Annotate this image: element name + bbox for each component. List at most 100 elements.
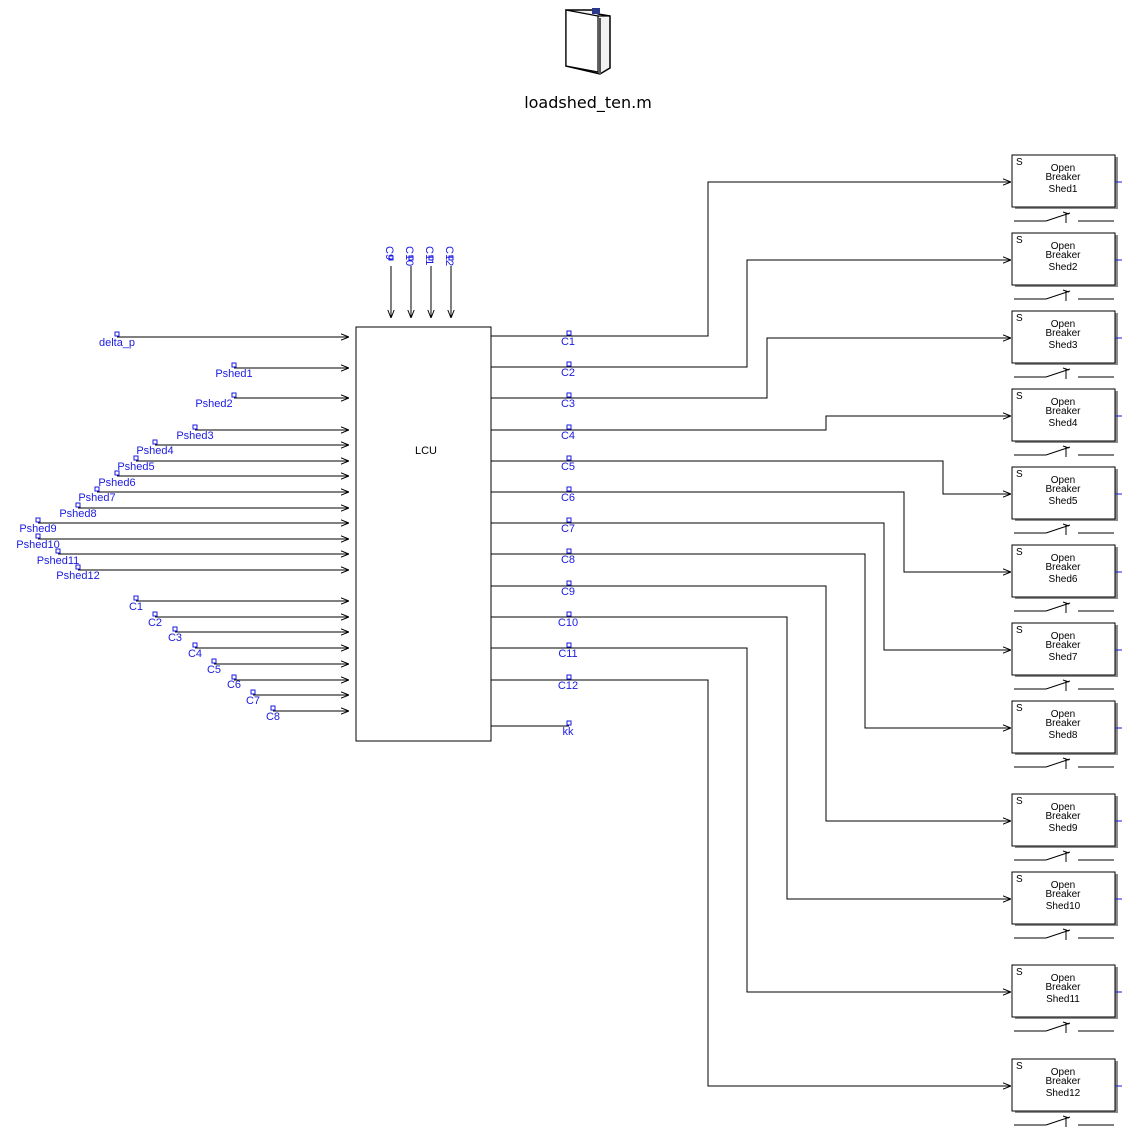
port-node[interactable]	[35, 517, 41, 523]
port-node[interactable]	[192, 642, 198, 648]
left-input-c6[interactable]: C6	[227, 674, 349, 691]
left-input-c5[interactable]: C5	[207, 658, 349, 676]
lcu-block[interactable]: LCU	[355, 326, 492, 742]
left-input-c4[interactable]: C4	[188, 642, 349, 660]
left-input-pshed4[interactable]: Pshed4	[136, 439, 349, 457]
output-c6[interactable]: C6	[491, 486, 1011, 572]
port-node[interactable]	[448, 255, 454, 261]
top-input-label: C10	[403, 246, 415, 266]
left-input-pshed2[interactable]: Pshed2	[195, 392, 349, 410]
output-c4[interactable]: C4	[491, 416, 1011, 442]
output-c5[interactable]: C5	[491, 455, 1011, 494]
left-input-pshed3[interactable]: Pshed3	[176, 424, 349, 442]
port-node[interactable]	[211, 658, 217, 664]
left-input-pshed12[interactable]: Pshed12	[56, 564, 349, 582]
port-node[interactable]	[566, 548, 572, 554]
breaker-line3: Shed7	[1049, 652, 1078, 663]
port-node[interactable]	[133, 595, 139, 601]
output-c1[interactable]: C1	[491, 182, 1011, 348]
port-node[interactable]	[35, 533, 41, 539]
output-kk[interactable]: kk	[491, 720, 575, 738]
output-c9[interactable]: C9	[491, 580, 1011, 821]
port-node[interactable]	[566, 361, 572, 367]
breaker-line1: Open	[1051, 397, 1075, 408]
output-c11[interactable]: C11	[491, 642, 1011, 992]
top-input-c9[interactable]: C9	[383, 246, 395, 318]
output-label: kk	[563, 726, 575, 738]
left-input-pshed6[interactable]: Pshed6	[98, 470, 349, 489]
port-node[interactable]	[566, 674, 572, 680]
left-input-pshed1[interactable]: Pshed1	[215, 362, 349, 380]
port-node[interactable]	[566, 611, 572, 617]
port-node[interactable]	[231, 392, 237, 398]
left-input-c1[interactable]: C1	[129, 595, 349, 613]
left-input-pshed8[interactable]: Pshed8	[59, 502, 349, 520]
output-c3[interactable]: C3	[491, 338, 1011, 410]
file-block[interactable]: loadshed_ten.m	[524, 8, 652, 113]
port-node[interactable]	[270, 705, 276, 711]
port-node[interactable]	[231, 362, 237, 368]
left-input-pshed5[interactable]: Pshed5	[117, 455, 349, 473]
left-input-pshed10[interactable]: Pshed10	[16, 533, 349, 551]
top-input-c10[interactable]: C10	[403, 246, 415, 318]
port-node[interactable]	[94, 486, 100, 492]
left-input-pshed7[interactable]: Pshed7	[78, 486, 349, 504]
port-node[interactable]	[75, 564, 81, 570]
port-node[interactable]	[152, 439, 158, 445]
top-input-c11[interactable]: C11	[423, 246, 435, 318]
output-wire	[491, 647, 1011, 992]
output-c7[interactable]: C7	[491, 517, 1011, 650]
port-node[interactable]	[428, 255, 434, 261]
port-node[interactable]	[566, 486, 572, 492]
output-c10[interactable]: C10	[491, 611, 1011, 899]
port-node[interactable]	[566, 424, 572, 430]
port-node[interactable]	[566, 330, 572, 336]
port-node[interactable]	[250, 689, 256, 695]
breaker-box	[1011, 1058, 1116, 1112]
port-node[interactable]	[408, 255, 414, 261]
port-node[interactable]	[566, 580, 572, 586]
port-node[interactable]	[172, 626, 178, 632]
port-node[interactable]	[566, 720, 572, 726]
port-node[interactable]	[566, 392, 572, 398]
left-input-label: C8	[266, 711, 280, 723]
port-node[interactable]	[55, 548, 61, 554]
port-node[interactable]	[114, 470, 120, 476]
port-node[interactable]	[114, 331, 120, 337]
left-input-delta_p[interactable]: delta_p	[99, 331, 349, 349]
port-node[interactable]	[75, 502, 81, 508]
left-input-c2[interactable]: C2	[148, 611, 349, 629]
left-input-pshed9[interactable]: Pshed9	[19, 517, 349, 535]
left-input-c3[interactable]: C3	[168, 626, 349, 644]
top-input-c12[interactable]: C12	[443, 246, 455, 318]
left-input-pshed11[interactable]: Pshed11	[37, 548, 349, 567]
left-input-c8[interactable]: C8	[266, 705, 349, 723]
port-node[interactable]	[192, 424, 198, 430]
port-node[interactable]	[388, 255, 394, 261]
breaker-line2: Breaker	[1045, 250, 1081, 261]
breaker-s-label: S	[1016, 469, 1023, 480]
output-c8[interactable]: C8	[491, 548, 1011, 728]
output-c2[interactable]: C2	[491, 260, 1011, 379]
output-c12[interactable]: C12	[491, 674, 1011, 1086]
port-node[interactable]	[231, 674, 237, 680]
port-node[interactable]	[566, 517, 572, 523]
port-node[interactable]	[566, 642, 572, 648]
port-node[interactable]	[566, 455, 572, 461]
left-input-c7[interactable]: C7	[246, 689, 349, 707]
breaker-line1: Open	[1051, 1067, 1075, 1078]
port-node[interactable]	[133, 455, 139, 461]
port-node[interactable]	[152, 611, 158, 617]
